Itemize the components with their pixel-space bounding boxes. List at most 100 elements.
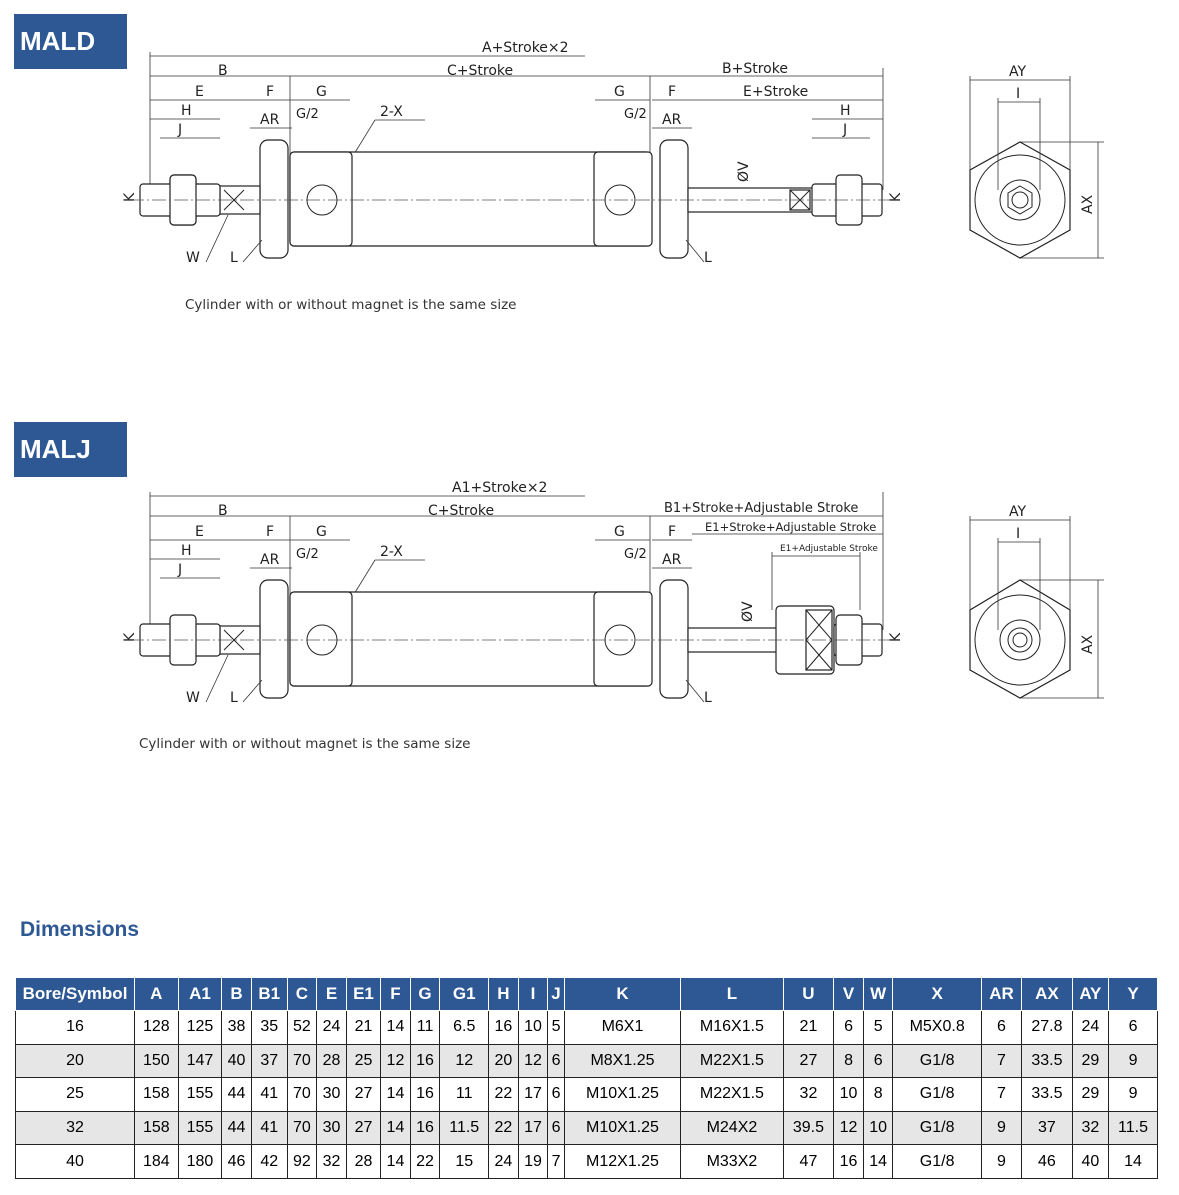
table-cell: 147 <box>177 1043 223 1079</box>
column-header: E1 <box>345 977 382 1011</box>
table-cell: 14 <box>380 1010 411 1045</box>
table-cell: 12 <box>439 1043 490 1079</box>
caption-mald: Cylinder with or without magnet is the s… <box>185 297 517 313</box>
table-cell: 46 <box>1021 1144 1073 1179</box>
table-cell: 6 <box>547 1077 565 1112</box>
table-cell: G1/8 <box>892 1144 982 1179</box>
table-cell: 19 <box>517 1144 549 1179</box>
label-ax: AX <box>1080 194 1096 214</box>
label-f: F <box>266 524 274 540</box>
column-header: Bore/Symbol <box>15 977 135 1011</box>
label-e-right: E+Stroke <box>743 84 808 100</box>
label-j: J <box>177 122 182 138</box>
label-l: L <box>230 250 238 266</box>
table-cell: M10X1.25 <box>563 1110 682 1146</box>
table-cell: 9 <box>980 1144 1023 1179</box>
section-tag-mald: MALD <box>14 14 127 69</box>
table-cell: 9 <box>1108 1077 1158 1112</box>
label-g2-right: G/2 <box>624 547 647 562</box>
table-cell: 14 <box>862 1144 894 1179</box>
label-b-right: B+Stroke <box>722 61 788 77</box>
section-tag-malj: MALJ <box>14 422 127 477</box>
column-header: AX <box>1021 977 1073 1011</box>
label-h-right: H <box>840 103 851 119</box>
label-l: L <box>230 690 238 706</box>
caption-malj: Cylinder with or without magnet is the s… <box>139 736 471 752</box>
table-cell: 11 <box>439 1077 490 1112</box>
column-header: AY <box>1071 977 1110 1011</box>
label-ar: AR <box>260 112 280 128</box>
table-cell: 40 <box>15 1144 135 1179</box>
label-e1-adj: E1+Adjustable Stroke <box>780 544 878 554</box>
table-cell: M8X1.25 <box>563 1043 682 1079</box>
table-cell: 29 <box>1071 1077 1110 1112</box>
table-cell: 12 <box>380 1043 411 1079</box>
table-cell: 52 <box>286 1010 318 1045</box>
table-cell: 38 <box>221 1010 252 1045</box>
label-j: J <box>177 562 182 578</box>
table-cell: 20 <box>15 1043 135 1079</box>
table-cell: 9 <box>980 1110 1023 1146</box>
table-cell: 28 <box>316 1043 347 1079</box>
table-cell: 11 <box>409 1010 441 1045</box>
label-ay: AY <box>1009 64 1026 80</box>
table-cell: 27 <box>345 1077 382 1112</box>
label-c: C+Stroke <box>447 63 513 79</box>
table-cell: 5 <box>547 1010 565 1045</box>
table-cell: 184 <box>134 1144 179 1179</box>
table-cell: 22 <box>409 1144 441 1179</box>
table-cell: 39.5 <box>782 1110 835 1146</box>
label-g: G <box>316 524 327 540</box>
label-overall: A+Stroke×2 <box>482 40 569 56</box>
table-cell: 7 <box>547 1144 565 1179</box>
column-header: C <box>286 977 318 1011</box>
table-cell: 41 <box>250 1110 288 1146</box>
label-h: H <box>181 543 192 559</box>
table-cell: 25 <box>15 1077 135 1112</box>
table-cell: 44 <box>221 1110 252 1146</box>
table-cell: 24 <box>1071 1010 1110 1045</box>
table-cell: 70 <box>286 1077 318 1112</box>
malj-drawing: A1+Stroke×2 B C+Stroke B1+Stroke+Adjusta… <box>122 480 1104 706</box>
table-cell: M5X0.8 <box>892 1010 982 1045</box>
table-cell: 42 <box>250 1144 288 1179</box>
label-ax: AX <box>1080 634 1096 654</box>
table-cell: 37 <box>250 1043 288 1079</box>
column-header: B1 <box>250 977 288 1011</box>
column-header: F <box>380 977 411 1011</box>
table-cell: 92 <box>286 1144 318 1179</box>
label-v: ØV <box>740 601 756 622</box>
column-header: Y <box>1108 977 1158 1011</box>
table-cell: 16 <box>488 1010 519 1045</box>
table-cell: 32 <box>1071 1110 1110 1146</box>
table-cell: 30 <box>316 1110 347 1146</box>
table-cell: 150 <box>134 1043 179 1079</box>
label-ar-right: AR <box>662 552 682 568</box>
label-k-right: K <box>888 632 904 642</box>
table-cell: 40 <box>221 1043 252 1079</box>
table-cell: 10 <box>517 1010 549 1045</box>
label-h: H <box>181 103 192 119</box>
table-cell: M6X1 <box>563 1010 682 1045</box>
table-cell: 6 <box>547 1043 565 1079</box>
label-g2: G/2 <box>296 547 319 562</box>
table-cell: 8 <box>862 1077 894 1112</box>
table-cell: 70 <box>286 1110 318 1146</box>
table-cell: 6 <box>1108 1010 1158 1045</box>
label-overall: A1+Stroke×2 <box>452 480 547 496</box>
label-b: B <box>218 63 228 79</box>
table-cell: 14 <box>1108 1144 1158 1179</box>
label-ay: AY <box>1009 504 1026 520</box>
table-cell: 33.5 <box>1021 1043 1073 1079</box>
table-cell: 41 <box>250 1077 288 1112</box>
label-i: I <box>1016 86 1020 102</box>
label-v: ØV <box>736 161 752 182</box>
column-header: H <box>488 977 519 1011</box>
table-cell: 5 <box>862 1010 894 1045</box>
column-header: X <box>892 977 982 1011</box>
